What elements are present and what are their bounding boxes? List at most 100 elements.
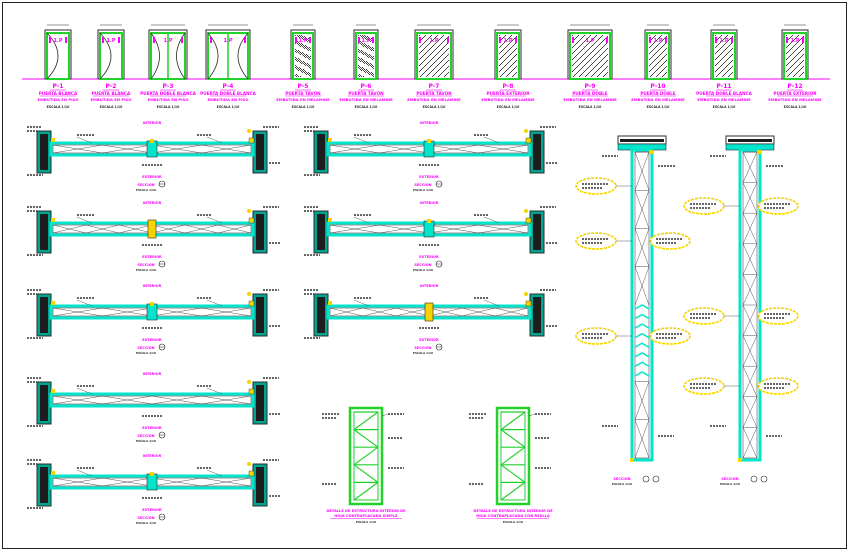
- stipple-dot: [305, 47, 306, 48]
- stipple-dot: [576, 43, 577, 44]
- stipple-dot: [792, 35, 793, 36]
- stipple-dot: [731, 73, 732, 74]
- stipple-dot: [440, 38, 441, 39]
- stipple-dot: [718, 56, 719, 57]
- stipple-dot: [302, 46, 303, 47]
- stipple-dot: [369, 74, 370, 75]
- stipple-dot: [441, 43, 442, 44]
- stipple-dot: [501, 63, 502, 64]
- stipple-dot: [798, 35, 799, 36]
- stipple-dot: [422, 38, 423, 39]
- stipple-dot: [660, 66, 661, 67]
- stipple-dot: [800, 39, 801, 40]
- stipple-dot: [653, 61, 654, 62]
- stipple-dot: [305, 55, 306, 56]
- stipple-dot: [600, 37, 601, 38]
- dim-marker: [65, 37, 67, 43]
- stipple-dot: [301, 53, 302, 54]
- brace-line: [742, 304, 758, 336]
- stipple-dot: [795, 74, 796, 75]
- stipple-dot: [660, 54, 661, 55]
- stipple-dot: [607, 60, 608, 61]
- door-dim-label: 1.P: [106, 38, 115, 44]
- stipple-dot: [432, 64, 433, 65]
- stipple-dot: [798, 53, 799, 54]
- stipple-dot: [502, 62, 503, 63]
- stipple-dot: [654, 48, 655, 49]
- stipple-dot: [794, 69, 795, 70]
- stipple-dot: [303, 53, 304, 54]
- stipple-dot: [303, 69, 304, 70]
- stipple-dot: [801, 50, 802, 51]
- stipple-dot: [659, 67, 660, 68]
- stipple-dot: [656, 58, 657, 59]
- stipple-dot: [509, 67, 510, 68]
- stipple-dot: [584, 71, 585, 72]
- stipple-dot: [438, 46, 439, 47]
- stipple-dot: [364, 63, 365, 64]
- truss-frame: [495, 406, 531, 506]
- stipple-dot: [499, 65, 500, 66]
- stipple-dot: [443, 65, 444, 66]
- stipple-dot: [423, 37, 424, 38]
- door-scale: ESCALA 1/10: [497, 105, 520, 109]
- stipple-dot: [591, 58, 592, 59]
- stipple-dot: [367, 62, 368, 63]
- stipple-dot: [430, 60, 431, 61]
- brace-line: [742, 274, 758, 306]
- stipple-dot: [594, 55, 595, 56]
- stipple-dot: [602, 65, 603, 66]
- stipple-dot: [659, 37, 660, 38]
- hardware-marker: [150, 302, 154, 306]
- stipple-dot: [419, 59, 420, 60]
- stipple-dot: [420, 64, 421, 65]
- stipple-dot: [792, 41, 793, 42]
- stipple-dot: [575, 74, 576, 75]
- stipple-dot: [424, 60, 425, 61]
- leader-line: [353, 216, 370, 224]
- stipple-dot: [368, 37, 369, 38]
- stipple-dot: [514, 56, 515, 57]
- stipple-dot: [304, 56, 305, 57]
- stipple-dot: [799, 76, 800, 77]
- stipple-dot: [725, 67, 726, 68]
- stipple-dot: [437, 35, 438, 36]
- stipple-dot: [363, 52, 364, 53]
- brace-line: [52, 477, 103, 487]
- door-subtitle: EMBUTIDA EN MELAMINE: [631, 97, 685, 102]
- stipple-dot: [575, 38, 576, 39]
- right-wall-hatch: [256, 297, 264, 333]
- callout-dot: [247, 129, 251, 133]
- stipple-dot: [719, 55, 720, 56]
- stipple-dot: [724, 38, 725, 39]
- stipple-dot: [597, 58, 598, 59]
- stipple-dot: [500, 52, 501, 53]
- stipple-dot: [721, 71, 722, 72]
- door-subtitle: EMBUTIDA EN MELAMINE: [563, 97, 617, 102]
- stipple-dot: [590, 65, 591, 66]
- stipple-dot: [717, 63, 718, 64]
- stipple-dot: [419, 47, 420, 48]
- section-title: SECCION: [137, 183, 154, 187]
- stipple-dot: [722, 52, 723, 53]
- stipple-dot: [306, 46, 307, 47]
- stipple-dot: [791, 42, 792, 43]
- stipple-dot: [441, 49, 442, 50]
- stipple-dot: [722, 70, 723, 71]
- stipple-dot: [438, 58, 439, 59]
- stipple-dot: [505, 53, 506, 54]
- stipple-dot: [512, 64, 513, 65]
- stipple-dot: [716, 52, 717, 53]
- stipple-dot: [501, 57, 502, 58]
- stipple-dot: [429, 55, 430, 56]
- stipple-dot: [583, 36, 584, 37]
- stipple-dot: [300, 68, 301, 69]
- stipple-dot: [435, 55, 436, 56]
- stipple-dot: [365, 44, 366, 45]
- stipple-dot: [430, 72, 431, 73]
- stipple-dot: [512, 58, 513, 59]
- stipple-dot: [727, 53, 728, 54]
- truss-subtitle: HOJA CONTRAPLACADA CON REJILLA: [476, 514, 550, 518]
